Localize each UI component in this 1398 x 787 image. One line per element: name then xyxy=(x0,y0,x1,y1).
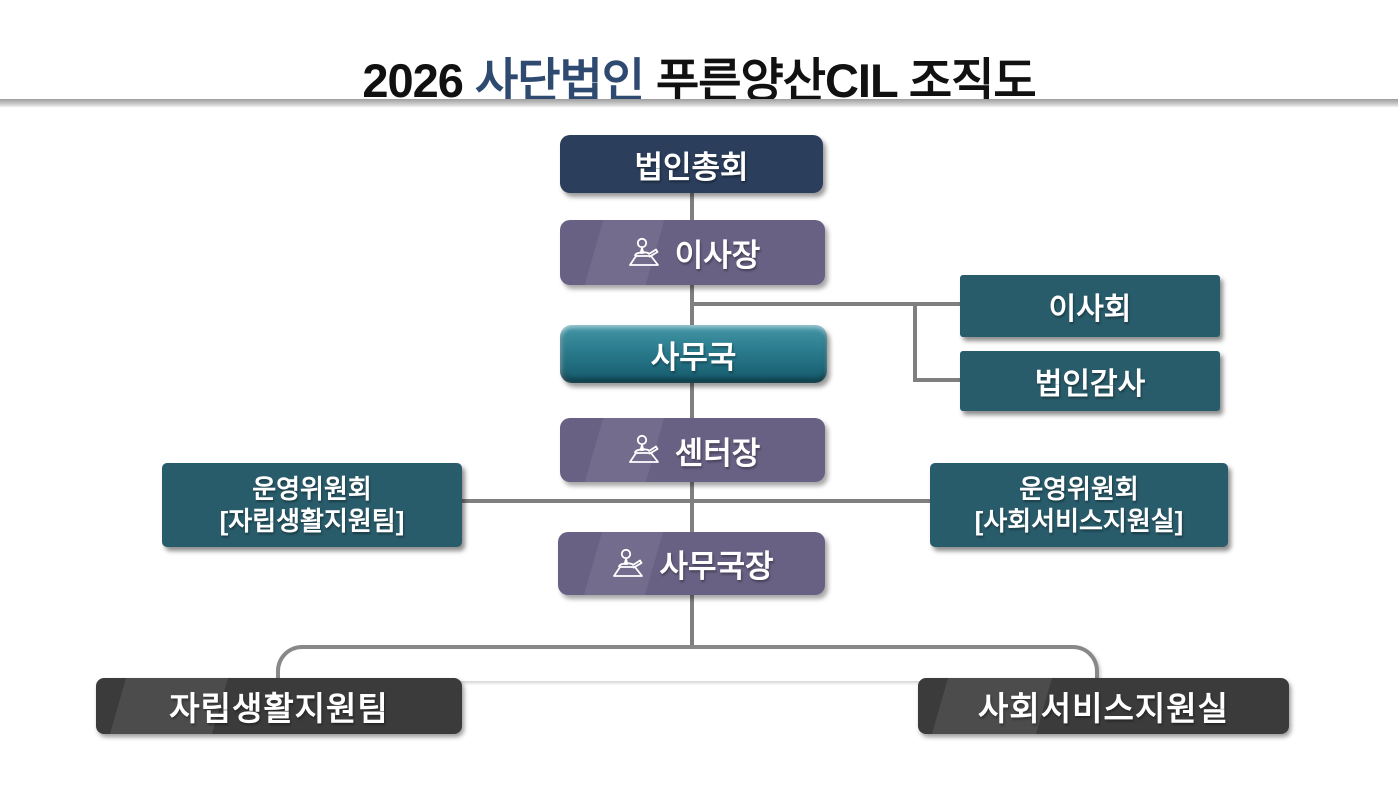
node-team-independent-living: 자립생활지원팀 xyxy=(96,678,462,734)
node-secretariat: 사무국 xyxy=(560,325,827,383)
edge-secgeneral-drop xyxy=(690,595,694,649)
node-label: 사회서비스지원실 xyxy=(978,690,1229,727)
person-at-desk-icon xyxy=(625,434,663,466)
node-office-social-service: 사회서비스지원실 xyxy=(918,678,1289,734)
node-label-line1: 운영위원회 xyxy=(1019,473,1139,504)
node-steering-committee-independent-living: 운영위원회 [자립생활지원팀] xyxy=(162,463,462,547)
node-label: 법인총회 xyxy=(634,149,749,185)
node-label: 이사회 xyxy=(1048,293,1132,326)
title-suffix: 푸른양산CIL 조직도 xyxy=(643,54,1037,107)
edge-assembly-chairman xyxy=(690,193,694,222)
page-title: 2026 사단법인 푸른양산CIL 조직도 xyxy=(0,42,1398,111)
edge-bottom-rail xyxy=(276,645,1099,681)
node-steering-committee-social-service: 운영위원회 [사회서비스지원실] xyxy=(930,463,1228,547)
node-label: 사무국 xyxy=(650,339,737,375)
edge-board-auditor-drop xyxy=(913,302,917,382)
node-label: 센터장 xyxy=(674,435,761,471)
node-center-director: 센터장 xyxy=(560,418,825,482)
node-secretary-general: 사무국장 xyxy=(558,532,825,595)
edge-director-secgeneral xyxy=(690,482,694,534)
title-divider xyxy=(0,99,1398,107)
edge-chairman-secretariat xyxy=(690,285,694,329)
node-label: 자립생활지원팀 xyxy=(169,690,389,727)
node-label: 이사장 xyxy=(674,238,761,273)
person-at-desk-icon xyxy=(609,548,647,580)
node-label: 법인감사 xyxy=(1034,368,1146,401)
edge-secretariat-director xyxy=(690,383,694,420)
node-label: 사무국장 xyxy=(659,549,774,584)
title-prefix: 2026 xyxy=(362,54,475,107)
person-at-desk-icon xyxy=(625,237,663,269)
edge-to-auditor xyxy=(913,378,960,382)
node-label-line2: [자립생활지원팀] xyxy=(219,506,405,536)
edge-to-board xyxy=(692,302,960,306)
node-corporate-auditor: 법인감사 xyxy=(960,351,1220,411)
node-general-assembly: 법인총회 xyxy=(560,135,823,193)
node-label-line2: [사회서비스지원실] xyxy=(974,506,1184,536)
edge-steering-cross xyxy=(462,499,930,503)
node-chairman: 이사장 xyxy=(560,220,825,285)
title-highlight: 사단법인 xyxy=(475,54,645,107)
node-board: 이사회 xyxy=(960,275,1220,337)
node-label-line1: 운영위원회 xyxy=(252,473,372,504)
